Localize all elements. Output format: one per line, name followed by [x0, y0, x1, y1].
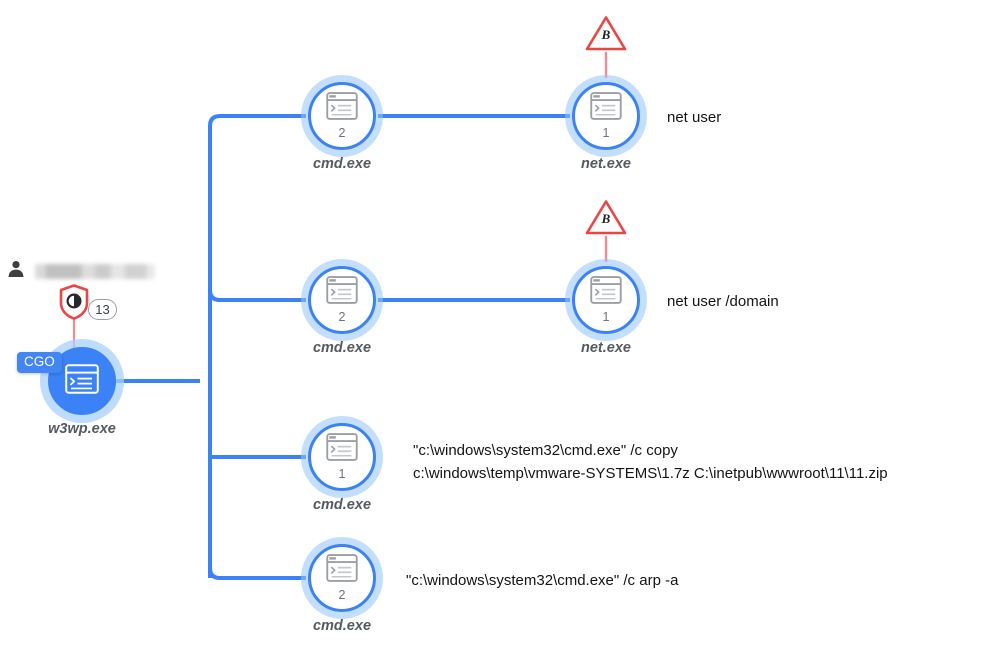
node-content: 2: [308, 544, 376, 612]
shield-alert-icon[interactable]: [57, 283, 91, 321]
node-content: 1: [572, 266, 640, 334]
node-label: cmd.exe: [312, 618, 372, 634]
command-text-1: net user: [667, 109, 722, 126]
node-content: 2: [308, 266, 376, 334]
node-label: w3wp.exe: [48, 421, 116, 437]
node-count: 2: [338, 588, 346, 603]
node-label: net.exe: [581, 156, 631, 172]
node-content: 1: [308, 423, 376, 491]
node-label: cmd.exe: [312, 156, 372, 172]
node-count: 1: [338, 467, 346, 482]
node-content: 1: [572, 82, 640, 150]
alert-letter: B: [601, 211, 611, 226]
console-window-icon: [326, 92, 358, 125]
node-count: 1: [602, 310, 610, 325]
node-label: cmd.exe: [312, 497, 372, 513]
node-content: 2: [308, 82, 376, 150]
node-count: 2: [338, 126, 346, 141]
console-window-icon: [590, 92, 622, 125]
command-text-3-line2: c:\windows\temp\vmware-SYSTEMS\1.7z C:\i…: [413, 465, 888, 482]
node-count: 1: [602, 126, 610, 141]
command-text-4: "c:\windows\system32\cmd.exe" /c arp -a: [406, 572, 679, 589]
console-window-icon: [326, 554, 358, 587]
user-name-redacted: [35, 264, 155, 279]
alert-letter: B: [601, 27, 611, 42]
command-text-2: net user /domain: [667, 293, 779, 310]
shield-count-badge[interactable]: 13: [88, 299, 117, 320]
console-window-icon: [326, 433, 358, 466]
console-window-icon: [65, 363, 99, 399]
alert-triangle-icon[interactable]: B: [584, 198, 628, 238]
node-circle[interactable]: [48, 347, 116, 415]
node-content: [48, 347, 116, 415]
node-count: 2: [338, 310, 346, 325]
console-window-icon: [326, 276, 358, 309]
command-text-3-line1: "c:\windows\system32\cmd.exe" /c copy: [413, 442, 678, 459]
console-window-icon: [590, 276, 622, 309]
user-icon: [6, 259, 26, 284]
node-label: net.exe: [581, 340, 631, 356]
cgo-tag[interactable]: CGO: [17, 352, 62, 373]
node-label: cmd.exe: [312, 340, 372, 356]
alert-triangle-icon[interactable]: B: [584, 14, 628, 54]
user-row: [6, 259, 155, 284]
